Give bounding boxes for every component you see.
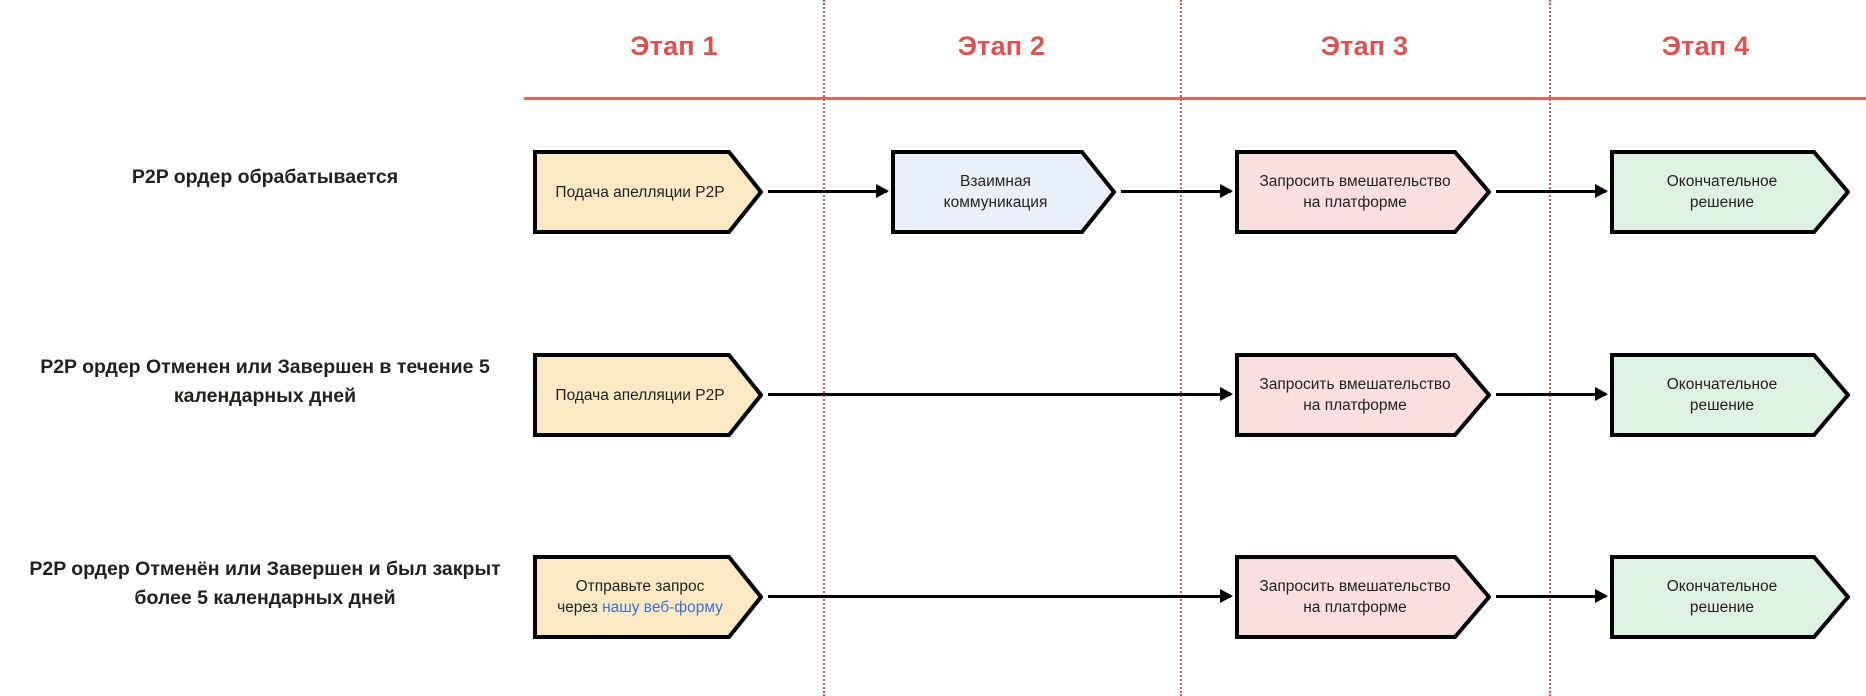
- web-form-link[interactable]: нашу веб-форму: [602, 599, 723, 616]
- arrow-r1-3-to-4: [1496, 184, 1608, 198]
- arrow-r3-1-to-3: [768, 589, 1233, 603]
- arrow-r2-3-to-4: [1496, 387, 1608, 401]
- node-r2-stage4-line2: решение: [1689, 397, 1755, 414]
- node-r2-stage1-label: Подача апелляции P2P: [555, 386, 725, 404]
- node-r1-stage2-line2: коммуникация: [943, 194, 1048, 211]
- chevron-shape-pink: [1235, 150, 1491, 234]
- chevron-shape-green: [1610, 555, 1850, 639]
- node-r1-stage3-line1: Запросить вмешательство: [1259, 173, 1451, 190]
- node-r1-stage4[interactable]: Окончательное решение: [1610, 150, 1850, 234]
- node-r3-stage3-line2: на платформе: [1303, 599, 1407, 616]
- stage-header-2: Этап 2: [957, 31, 1046, 61]
- header-rule: [524, 97, 1866, 100]
- node-r3-stage4-line1: Окончательное: [1666, 578, 1778, 595]
- node-r1-stage3[interactable]: Запросить вмешательство на платформе: [1235, 150, 1491, 234]
- row-label-3: P2P ордер Отменён или Завершен и был зак…: [20, 555, 510, 613]
- node-r3-stage3[interactable]: Запросить вмешательство на платформе: [1235, 555, 1491, 639]
- stage-divider-1: [823, 0, 825, 696]
- node-r1-stage3-line2: на платформе: [1303, 194, 1407, 211]
- node-r3-stage3-line1: Запросить вмешательство: [1259, 578, 1451, 595]
- node-r1-stage1[interactable]: Подача апелляции P2P: [533, 150, 763, 234]
- row-label-1-line1: P2P ордер обрабатывается: [131, 166, 399, 188]
- node-r2-stage4[interactable]: Окончательное решение: [1610, 353, 1850, 437]
- node-r1-stage1-label: Подача апелляции P2P: [555, 183, 725, 201]
- node-r3-stage3-label: Запросить вмешательство на платформе: [1259, 576, 1450, 618]
- node-r2-stage3-line1: Запросить вмешательство: [1259, 376, 1451, 393]
- node-r1-stage2-label: Взаимная коммуникация: [944, 171, 1048, 213]
- node-r2-stage3-line2: на платформе: [1303, 397, 1407, 414]
- row-label-3-line1: P2P ордер Отменён или Завершен и был зак…: [29, 558, 501, 580]
- chevron-shape-yellow: [533, 353, 763, 437]
- node-r3-stage4-line2: решение: [1689, 599, 1755, 616]
- chevron-shape-pink: [1235, 353, 1491, 437]
- chevron-shape-green: [1610, 353, 1850, 437]
- node-r3-stage1-label: Отправьте запрос через нашу веб-форму: [557, 576, 723, 618]
- stage-divider-2: [1180, 0, 1182, 696]
- node-r1-stage2-line1: Взаимная: [960, 173, 1031, 190]
- node-r2-stage1[interactable]: Подача апелляции P2P: [533, 353, 763, 437]
- arrow-r1-2-to-3: [1121, 184, 1233, 198]
- node-r1-stage3-label: Запросить вмешательство на платформе: [1259, 171, 1450, 213]
- arrow-r2-1-to-3: [768, 387, 1233, 401]
- node-r3-stage1-line1: Отправьте запрос: [575, 578, 705, 595]
- row-label-1: P2P ордер обрабатывается: [20, 163, 510, 192]
- stage-divider-3: [1549, 0, 1551, 696]
- node-r2-stage3-label: Запросить вмешательство на платформе: [1259, 374, 1450, 416]
- arrow-r1-1-to-2: [768, 184, 889, 198]
- node-r3-stage4[interactable]: Окончательное решение: [1610, 555, 1850, 639]
- row-label-2-line1: P2P ордер Отменен или Завершен в течение…: [40, 356, 490, 378]
- node-r2-stage4-line1: Окончательное: [1666, 376, 1778, 393]
- chevron-shape-green: [1610, 150, 1850, 234]
- node-r1-stage2[interactable]: Взаимная коммуникация: [891, 150, 1116, 234]
- node-r1-stage4-line1: Окончательное: [1666, 173, 1778, 190]
- node-r2-stage4-label: Окончательное решение: [1667, 374, 1778, 416]
- arrow-r3-3-to-4: [1496, 589, 1608, 603]
- node-r1-stage4-line2: решение: [1689, 194, 1755, 211]
- chevron-shape-yellow: [533, 150, 763, 234]
- node-r3-stage1[interactable]: Отправьте запрос через нашу веб-форму: [533, 555, 763, 639]
- row-label-2: P2P ордер Отменен или Завершен в течение…: [20, 353, 510, 411]
- row-label-3-line2: более 5 календарных дней: [134, 587, 396, 609]
- stage-header-3: Этап 3: [1320, 31, 1409, 61]
- stage-header-4: Этап 4: [1661, 31, 1750, 61]
- node-r1-stage4-label: Окончательное решение: [1667, 171, 1778, 213]
- chevron-shape-blue: [891, 150, 1116, 234]
- node-r2-stage3[interactable]: Запросить вмешательство на платформе: [1235, 353, 1491, 437]
- node-r3-stage4-label: Окончательное решение: [1667, 576, 1778, 618]
- stage-header-1: Этап 1: [630, 31, 718, 61]
- chevron-shape-pink: [1235, 555, 1491, 639]
- row-label-2-line2: календарных дней: [173, 385, 357, 407]
- chevron-shape-yellow: [533, 555, 763, 639]
- node-r3-stage1-line2-prefix: через: [557, 599, 603, 616]
